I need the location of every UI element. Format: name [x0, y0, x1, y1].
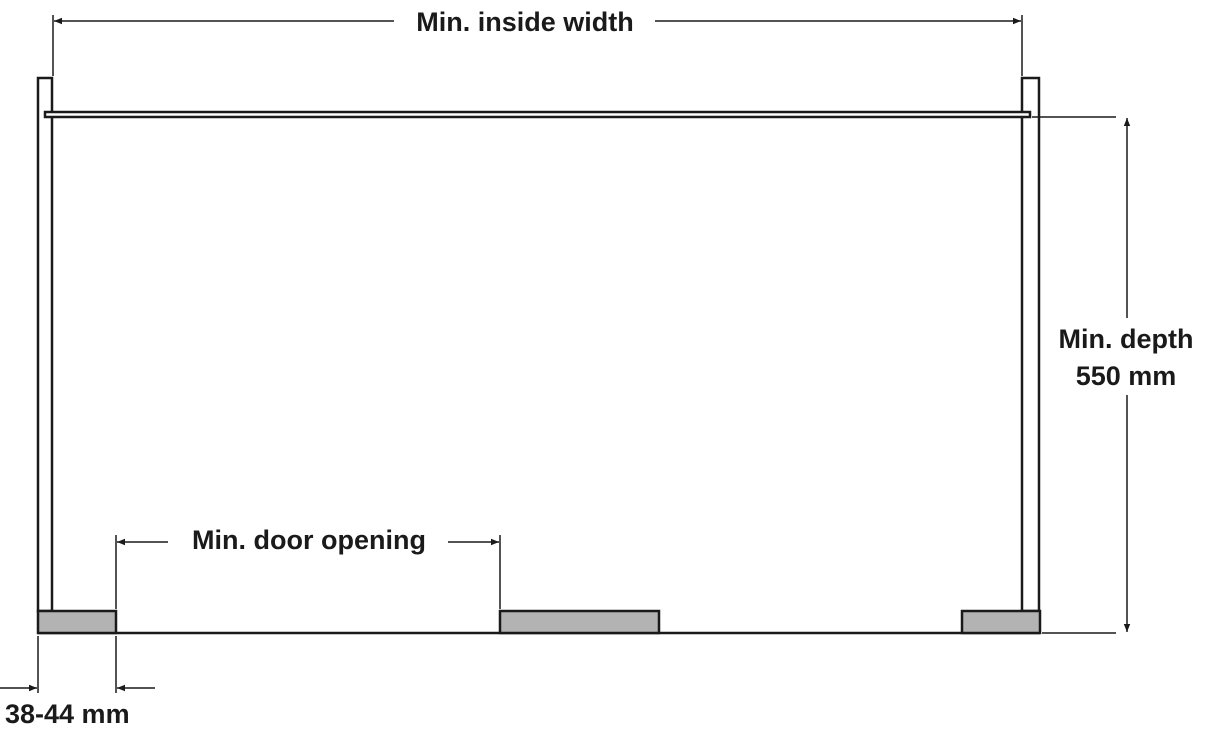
door-opening-dimension: [115, 535, 501, 609]
min-inside-width-label: Min. inside width: [416, 7, 634, 37]
right-door-panel: [960, 609, 1042, 635]
min-depth-value: 550 mm: [1076, 361, 1177, 391]
min-door-opening-label: Min. door opening: [192, 525, 426, 555]
thickness-dimension: [0, 636, 155, 693]
thickness-label: 38-44 mm: [5, 699, 130, 729]
cabinet-structure: [36, 76, 1042, 635]
inside-width-dimension: [52, 15, 1023, 76]
depth-dimension: [1032, 116, 1131, 634]
back-rail: [43, 110, 1032, 119]
left-side-panel: [36, 76, 54, 613]
center-door-panel: [498, 609, 661, 635]
left-door-panel: [36, 609, 118, 635]
right-side-panel: [1020, 76, 1041, 613]
min-depth-label: Min. depth: [1059, 324, 1194, 354]
